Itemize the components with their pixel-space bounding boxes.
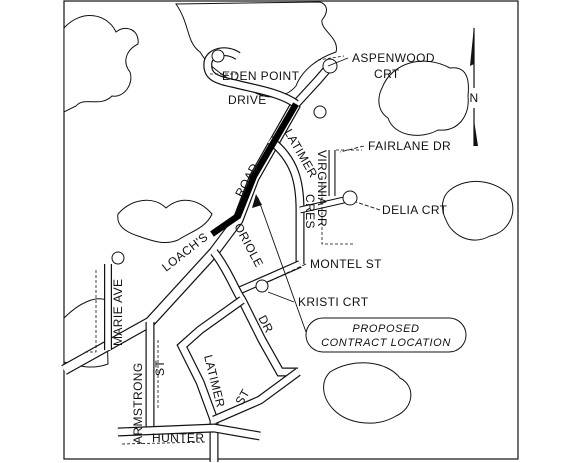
wooded-area-west xyxy=(117,199,213,243)
leader-lines xyxy=(257,57,381,333)
leader-fairlane xyxy=(339,145,365,153)
eden-point-cul-de-sac xyxy=(211,49,225,63)
delia-cul-de-sac xyxy=(342,190,358,206)
road-network xyxy=(61,47,358,462)
contract-callout-box xyxy=(305,317,467,353)
callout-line-2: CONTRACT LOCATION xyxy=(321,337,451,349)
label-aspenwood-crt: CRT xyxy=(374,67,400,81)
label-cres: CRES xyxy=(303,194,317,229)
wooded-area-east xyxy=(442,180,514,241)
lot-line-hunter xyxy=(121,441,207,445)
contract-leader-arrowhead xyxy=(252,194,262,208)
kristi-cul-de-sac xyxy=(255,279,269,293)
proposed-contract-segment xyxy=(210,102,299,237)
label-marie: MARIE AVE xyxy=(111,279,125,346)
map-frame xyxy=(63,0,519,460)
lot-line-virginia xyxy=(321,182,354,245)
north-arrow-head xyxy=(470,26,474,66)
marie-cul-de-sac xyxy=(111,251,125,265)
lot-line-marie xyxy=(84,270,97,353)
north-arrow: N xyxy=(469,26,478,146)
label-oriole: ORIOLE xyxy=(231,221,266,270)
wooded-area-southeast xyxy=(323,362,412,424)
label-delia: DELIA CRT xyxy=(382,203,448,217)
leader-aspenwood xyxy=(327,57,349,67)
label-virginia-dr: VIRGINIA DR xyxy=(315,150,329,227)
wooded-areas xyxy=(63,1,514,424)
label-fairlane: FAIRLANE DR xyxy=(368,139,451,153)
label-drive: DRIVE xyxy=(228,93,267,107)
label-armstrong-st: ST xyxy=(153,360,167,376)
label-eden-point: EDEN POINT xyxy=(222,69,300,83)
north-arrow-tail xyxy=(474,120,478,146)
leader-kristi xyxy=(267,291,295,303)
aspenwood-cul-de-sac xyxy=(322,58,338,74)
virginia-cul-de-sac xyxy=(313,105,327,119)
lot-lines xyxy=(84,55,362,445)
callout-line-1: PROPOSED xyxy=(352,323,419,335)
label-hunter: HUNTER xyxy=(152,431,204,445)
label-armstrong: ARMSTRONG xyxy=(131,362,145,444)
leader-contract xyxy=(257,197,307,333)
leader-montel xyxy=(267,263,307,283)
wooded-area-northeast xyxy=(378,60,469,136)
label-kristi: KRISTI CRT xyxy=(298,295,369,309)
wooded-area-northwest xyxy=(63,15,139,113)
wooded-area-north xyxy=(175,1,337,98)
lot-line-aspenwood xyxy=(317,55,345,61)
north-label: N xyxy=(469,91,478,105)
leader-delia xyxy=(355,201,381,211)
label-montel: MONTEL ST xyxy=(310,257,382,271)
label-aspenwood: ASPENWOOD xyxy=(352,51,435,65)
